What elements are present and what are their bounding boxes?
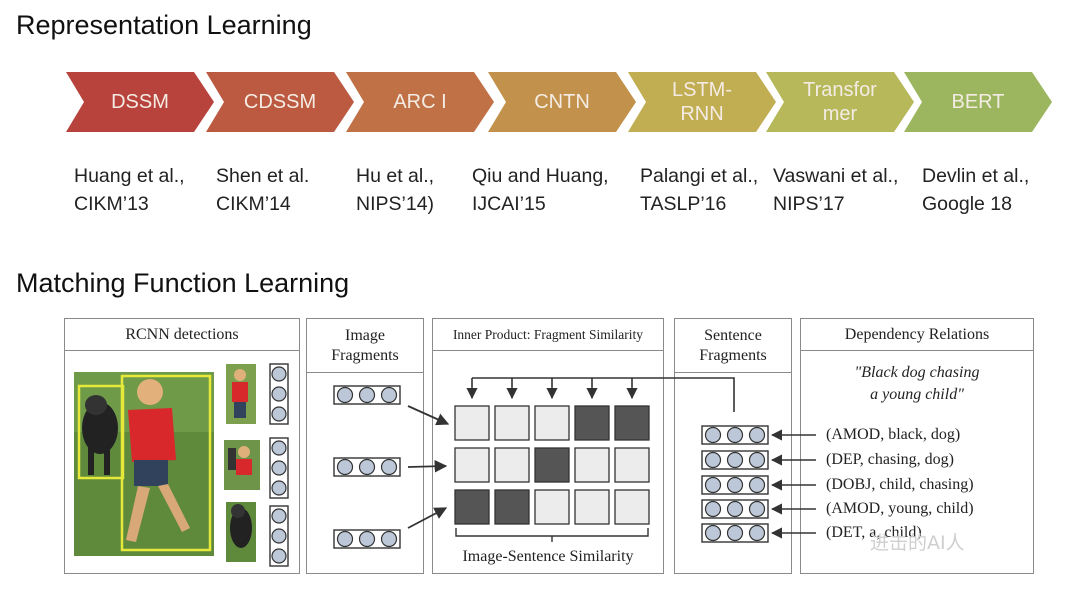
similarity-cell [454, 447, 490, 483]
detection-thumbnail-2 [224, 440, 260, 490]
feature-circle [271, 548, 287, 564]
image-fragment-vectors [333, 385, 401, 549]
image-sentence-similarity-label: Image-Sentence Similarity [462, 548, 634, 565]
dependency-relations-title: Dependency Relations [801, 319, 1033, 351]
timeline-chevron-6: Transfor mer [766, 72, 916, 132]
fragment-circle [726, 426, 744, 444]
fragment-circle [748, 426, 766, 444]
sentence-to-grid-arrows [466, 377, 735, 412]
feature-circle [271, 386, 287, 402]
fragment-circle [704, 426, 722, 444]
timeline-citation: Palangi et al., TASLP’16 [640, 165, 759, 215]
inner-product-panel: Inner Product: Fragment Similarity [432, 318, 664, 574]
fragment-circle [358, 458, 376, 476]
fragment-circle [748, 451, 766, 469]
similarity-cell [454, 405, 490, 441]
detection-photo [74, 372, 214, 556]
fragment-circle [336, 458, 354, 476]
fragment-circle [748, 500, 766, 518]
fragment-circle [726, 451, 744, 469]
watermark: 进击的AI人 [870, 532, 965, 554]
fragment-circle [358, 386, 376, 404]
similarity-cell [574, 405, 610, 441]
similarity-cell [614, 405, 650, 441]
relation-5: (DET, a, child) [826, 524, 922, 541]
fragment-circle [748, 524, 766, 542]
fragment-circle [704, 524, 722, 542]
timeline-citation: Devlin et al., Google 18 [922, 165, 1030, 215]
fragment-circle [748, 476, 766, 494]
timeline-label: CNTN [534, 91, 590, 113]
fragment-circle [726, 524, 744, 542]
dependency-relations-panel: Dependency Relations [800, 318, 1034, 574]
detection-feature-stacks [269, 363, 289, 567]
similarity-cell [494, 447, 530, 483]
relation-to-fragment-arrows [770, 429, 816, 539]
fragment-circle [358, 530, 376, 548]
similarity-cell [534, 489, 570, 525]
relation-4: (AMOD, young, child) [826, 500, 974, 517]
timeline-label: CDSSM [243, 91, 317, 113]
fragment-circle [726, 476, 744, 494]
similarity-cell [494, 489, 530, 525]
similarity-cell [614, 447, 650, 483]
feature-circle [271, 406, 287, 422]
representation-learning-heading: Representation Learning [16, 10, 312, 40]
image-to-grid-arrows [407, 405, 450, 529]
timeline-label: DSSM [111, 91, 169, 113]
matching-function-learning-heading: Matching Function Learning [16, 268, 350, 298]
timeline-label: BERT [951, 91, 1005, 113]
feature-circle [271, 528, 287, 544]
fragment-circle [380, 530, 398, 548]
relation-2: (DEP, chasing, dog) [826, 451, 954, 468]
feature-circle [271, 366, 287, 382]
similarity-cell [574, 447, 610, 483]
similarity-cell [534, 447, 570, 483]
similarity-cell [454, 489, 490, 525]
similarity-cell [534, 405, 570, 441]
detection-thumbnail-3 [226, 502, 256, 562]
timeline-label: Transfor mer [803, 79, 877, 125]
timeline-chevron-3: ARC I [346, 72, 496, 132]
fragment-circle [704, 476, 722, 494]
timeline-chevron-5: LSTM- RNN [628, 72, 778, 132]
fragment-circle [380, 458, 398, 476]
fragment-similarity-grid [454, 405, 650, 525]
similarity-bracket [455, 528, 649, 542]
timeline-citation: Shen et al. CIKM’14 [216, 165, 310, 215]
feature-circle [271, 440, 287, 456]
rcnn-detections-title: RCNN detections [65, 319, 299, 351]
feature-circle [271, 508, 287, 524]
feature-circle [271, 480, 287, 496]
image-fragments-title: Image Fragments [307, 319, 423, 373]
timeline-citation: Qiu and Huang, IJCAI’15 [472, 165, 609, 215]
timeline-chevron-4: CNTN [488, 72, 638, 132]
timeline-label: LSTM- RNN [672, 79, 732, 125]
similarity-cell [574, 489, 610, 525]
example-sentence: "Black dog chasing a young child" [854, 364, 980, 403]
timeline-citation: Huang et al., CIKM’13 [74, 165, 185, 215]
sentence-fragment-vectors [701, 425, 769, 543]
fragment-circle [704, 500, 722, 518]
fragment-circle [336, 386, 354, 404]
relation-1: (AMOD, black, dog) [826, 426, 961, 443]
detection-thumbnail-1 [226, 364, 256, 424]
fragment-circle [704, 451, 722, 469]
timeline-chevron-1: DSSM [66, 72, 216, 132]
feature-circle [271, 460, 287, 476]
timeline-citation: Vaswani et al., NIPS’17 [773, 165, 899, 215]
fragment-circle [380, 386, 398, 404]
timeline-citation: Hu et al., NIPS’14) [356, 165, 435, 215]
timeline-chevron-7: BERT [904, 72, 1054, 132]
fragment-circle [726, 500, 744, 518]
timeline-label: ARC I [393, 91, 447, 113]
sentence-fragments-title: Sentence Fragments [675, 319, 791, 373]
fragment-circle [336, 530, 354, 548]
relation-3: (DOBJ, child, chasing) [826, 476, 974, 493]
timeline-chevron-2: CDSSM [206, 72, 356, 132]
inner-product-title: Inner Product: Fragment Similarity [433, 319, 663, 351]
similarity-cell [494, 405, 530, 441]
similarity-cell [614, 489, 650, 525]
